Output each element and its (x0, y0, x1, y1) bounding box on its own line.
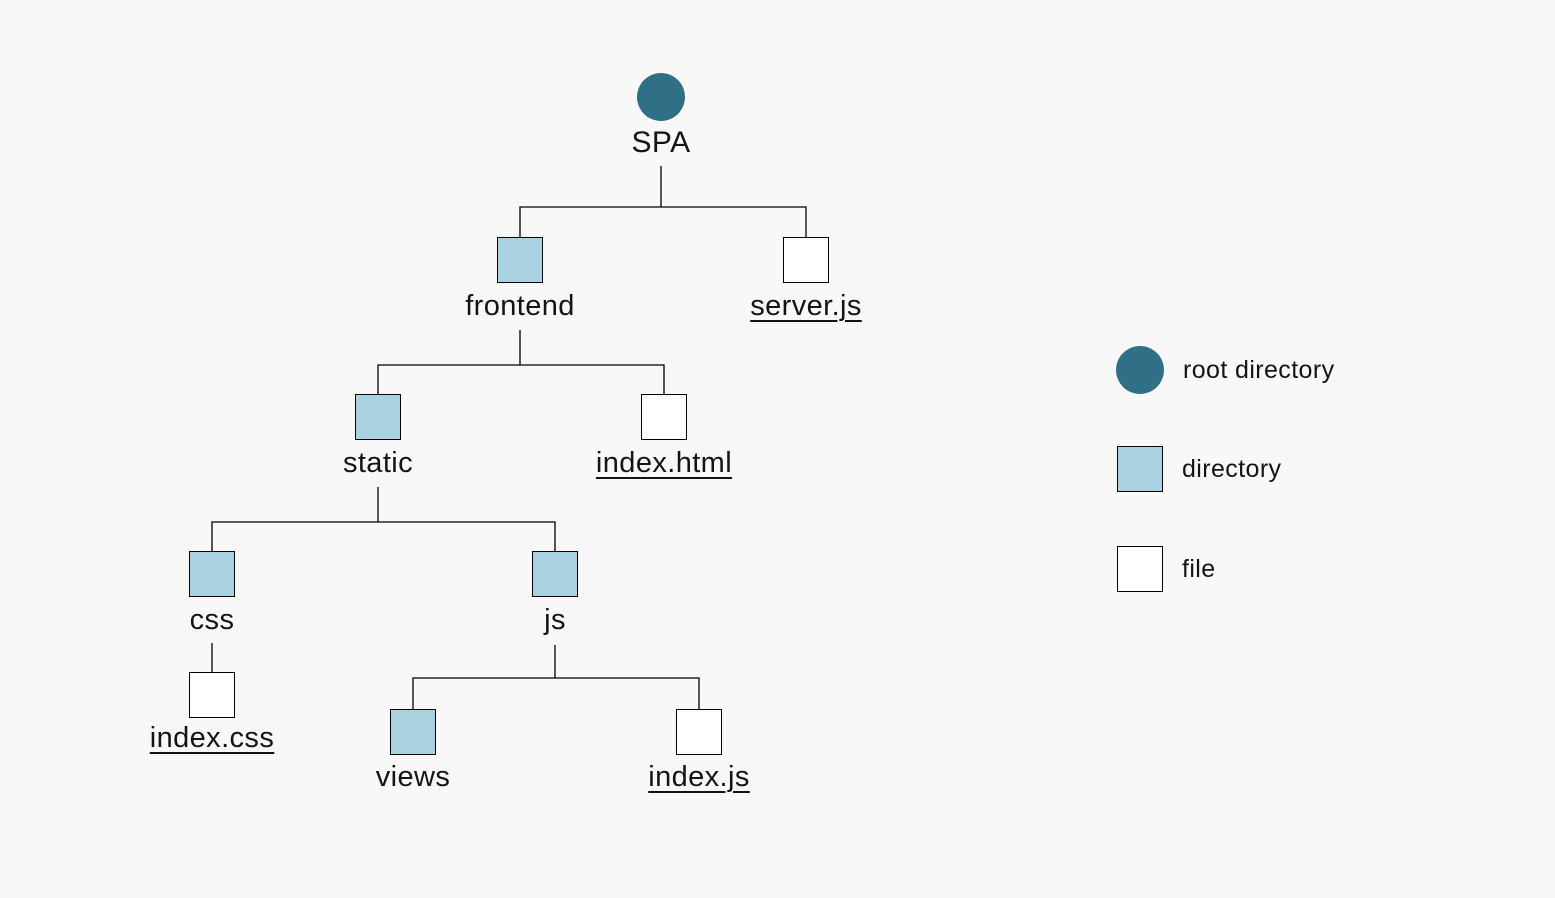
legend-label-directory: directory (1182, 454, 1282, 483)
file-icon (641, 394, 687, 440)
tree-node-root-label: SPA (631, 126, 691, 159)
directory-icon (355, 394, 401, 440)
tree-node-static-label: static (342, 447, 414, 479)
tree-node-indexhtml-label: index.html (595, 447, 733, 479)
tree-node-indexjs-label: index.js (648, 761, 750, 793)
legend-label-root-directory: root directory (1183, 355, 1335, 384)
legend-item-file: file (1117, 546, 1216, 592)
legend-item-root-directory: root directory (1116, 346, 1335, 394)
tree-node-views-label: views (375, 761, 451, 793)
file-icon (783, 237, 829, 283)
tree-node-js-label: js (544, 604, 566, 636)
directory-icon (390, 709, 436, 755)
tree-node-frontend-label: frontend (465, 290, 575, 322)
file-icon (189, 672, 235, 718)
directory-icon (497, 237, 543, 283)
root-directory-legend-icon (1116, 346, 1164, 394)
legend-label-file: file (1182, 554, 1216, 583)
directory-icon (189, 551, 235, 597)
file-legend-icon (1117, 546, 1163, 592)
root-directory-icon (637, 73, 685, 121)
tree-node-indexcss-label: index.css (149, 722, 275, 754)
tree-node-serverjs-label: server.js (750, 290, 862, 322)
legend-item-directory: directory (1117, 446, 1281, 492)
directory-legend-icon (1117, 446, 1163, 492)
directory-icon (532, 551, 578, 597)
file-icon (676, 709, 722, 755)
tree-node-css-label: css (189, 604, 235, 636)
